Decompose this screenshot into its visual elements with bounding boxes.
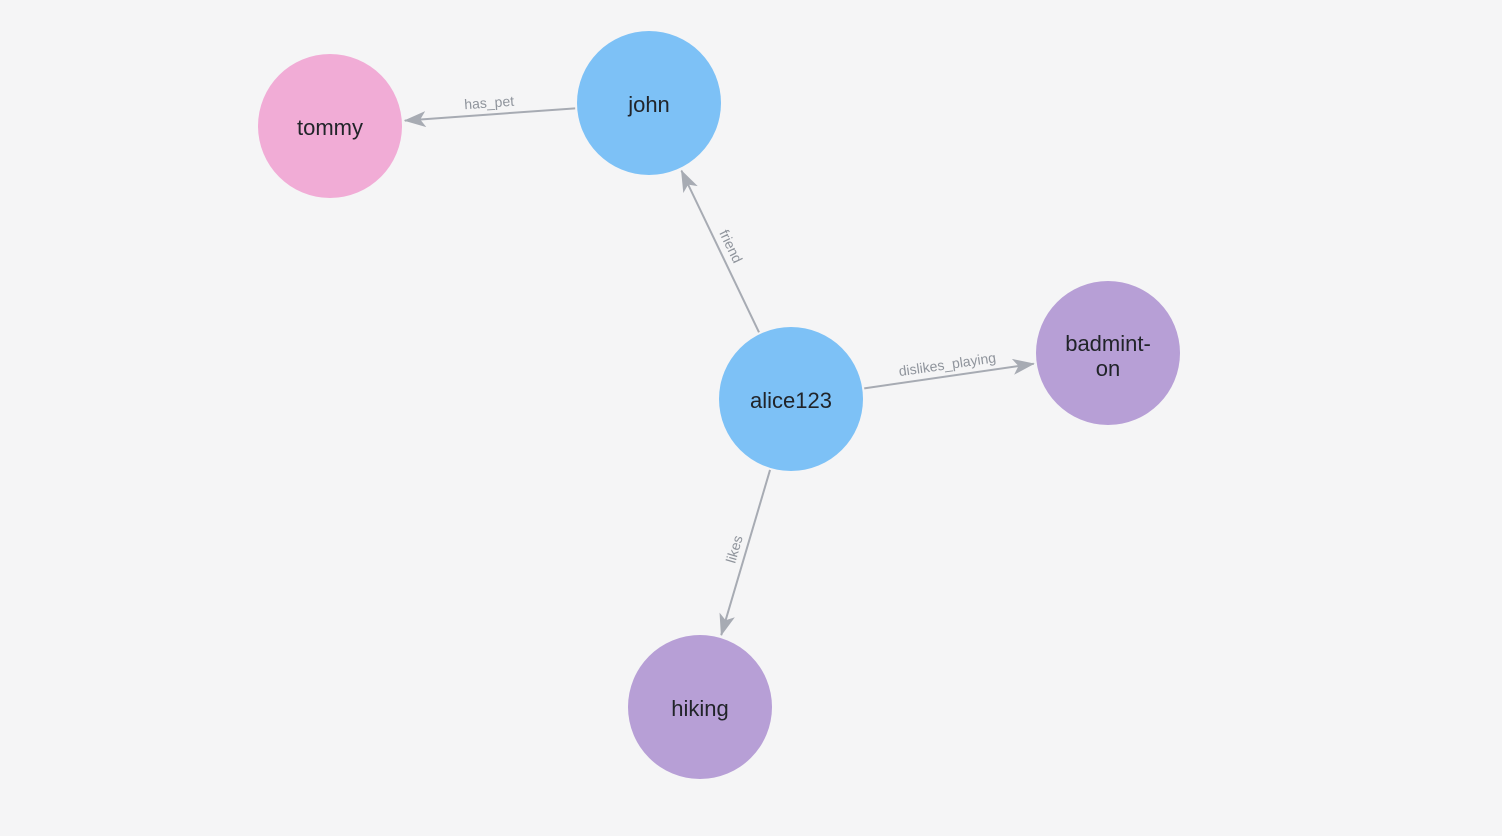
edge-alice123-hiking[interactable]: likes bbox=[719, 469, 771, 637]
node-tommy[interactable]: tommy bbox=[258, 54, 402, 198]
node-circle[interactable] bbox=[1036, 281, 1180, 425]
node-badminton[interactable]: badmint-on bbox=[1036, 281, 1180, 425]
node-label: tommy bbox=[297, 115, 363, 140]
node-circle[interactable] bbox=[719, 327, 863, 471]
node-john[interactable]: john bbox=[577, 31, 721, 175]
node-alice123[interactable]: alice123 bbox=[719, 327, 863, 471]
edge-line[interactable] bbox=[680, 169, 760, 333]
edge-line[interactable] bbox=[719, 469, 771, 637]
edge-label: likes bbox=[722, 533, 745, 564]
node-hiking[interactable]: hiking bbox=[628, 635, 772, 779]
node-label: alice123 bbox=[750, 388, 832, 413]
node-label: hiking bbox=[671, 696, 728, 721]
node-circle[interactable] bbox=[577, 31, 721, 175]
node-label: john bbox=[627, 92, 670, 117]
node-label: badmint- bbox=[1065, 331, 1151, 356]
node-circle[interactable] bbox=[628, 635, 772, 779]
edge-line[interactable] bbox=[864, 358, 1035, 390]
node-label: on bbox=[1096, 356, 1120, 381]
edge-john-tommy[interactable]: has_pet bbox=[403, 93, 576, 128]
node-circle[interactable] bbox=[258, 54, 402, 198]
edge-line[interactable] bbox=[403, 107, 576, 128]
edge-label: has_pet bbox=[464, 93, 515, 113]
